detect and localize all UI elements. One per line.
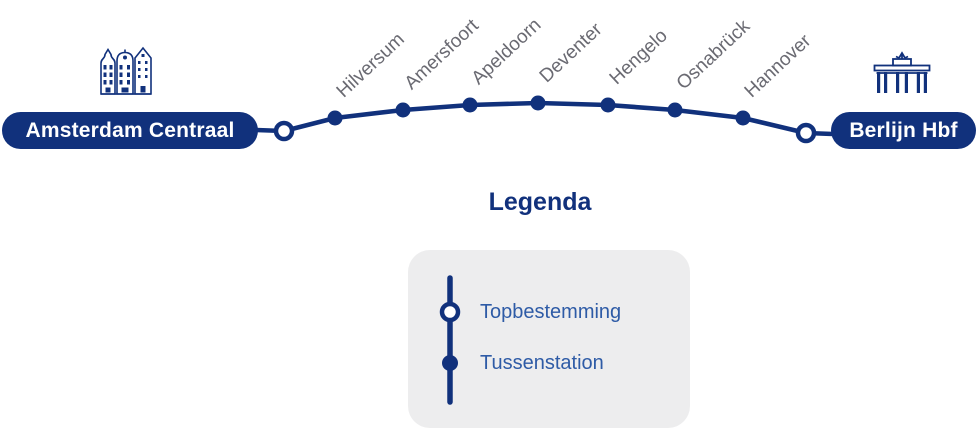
station-dot-hengelo bbox=[600, 97, 616, 113]
amsterdam-canal-houses-icon bbox=[100, 46, 152, 95]
terminal-circle-destination bbox=[795, 122, 817, 144]
origin-station-pill: Amsterdam Centraal bbox=[2, 112, 258, 149]
station-dot-amersfoort bbox=[395, 102, 411, 118]
station-dot-hilversum bbox=[327, 110, 343, 126]
station-dot-hannover bbox=[735, 110, 751, 126]
destination-station-pill: Berlijn Hbf bbox=[831, 112, 976, 149]
filled-circle-symbol bbox=[442, 355, 458, 371]
station-dot-deventer bbox=[530, 95, 546, 111]
legend-title: Legenda bbox=[488, 188, 592, 216]
legend-symbols-svg bbox=[439, 275, 461, 405]
open-circle-symbol bbox=[439, 301, 461, 323]
brandenburg-gate-icon bbox=[873, 51, 931, 93]
origin-station-label: Amsterdam Centraal bbox=[25, 118, 235, 142]
legend-item-topbestemming: Topbestemming bbox=[480, 301, 622, 323]
terminal-circle-origin bbox=[273, 120, 295, 142]
destination-station-label: Berlijn Hbf bbox=[849, 118, 958, 142]
station-dot-apeldoorn bbox=[462, 97, 478, 113]
route-area: Amsterdam Centraal Berlijn Hbf Hilversum… bbox=[0, 0, 980, 175]
route-line-svg bbox=[253, 95, 836, 144]
legend-item-tussenstation: Tussenstation bbox=[480, 352, 604, 374]
station-dot-osnabruck bbox=[667, 102, 683, 118]
legend-box: Topbestemming Tussenstation bbox=[408, 250, 690, 428]
